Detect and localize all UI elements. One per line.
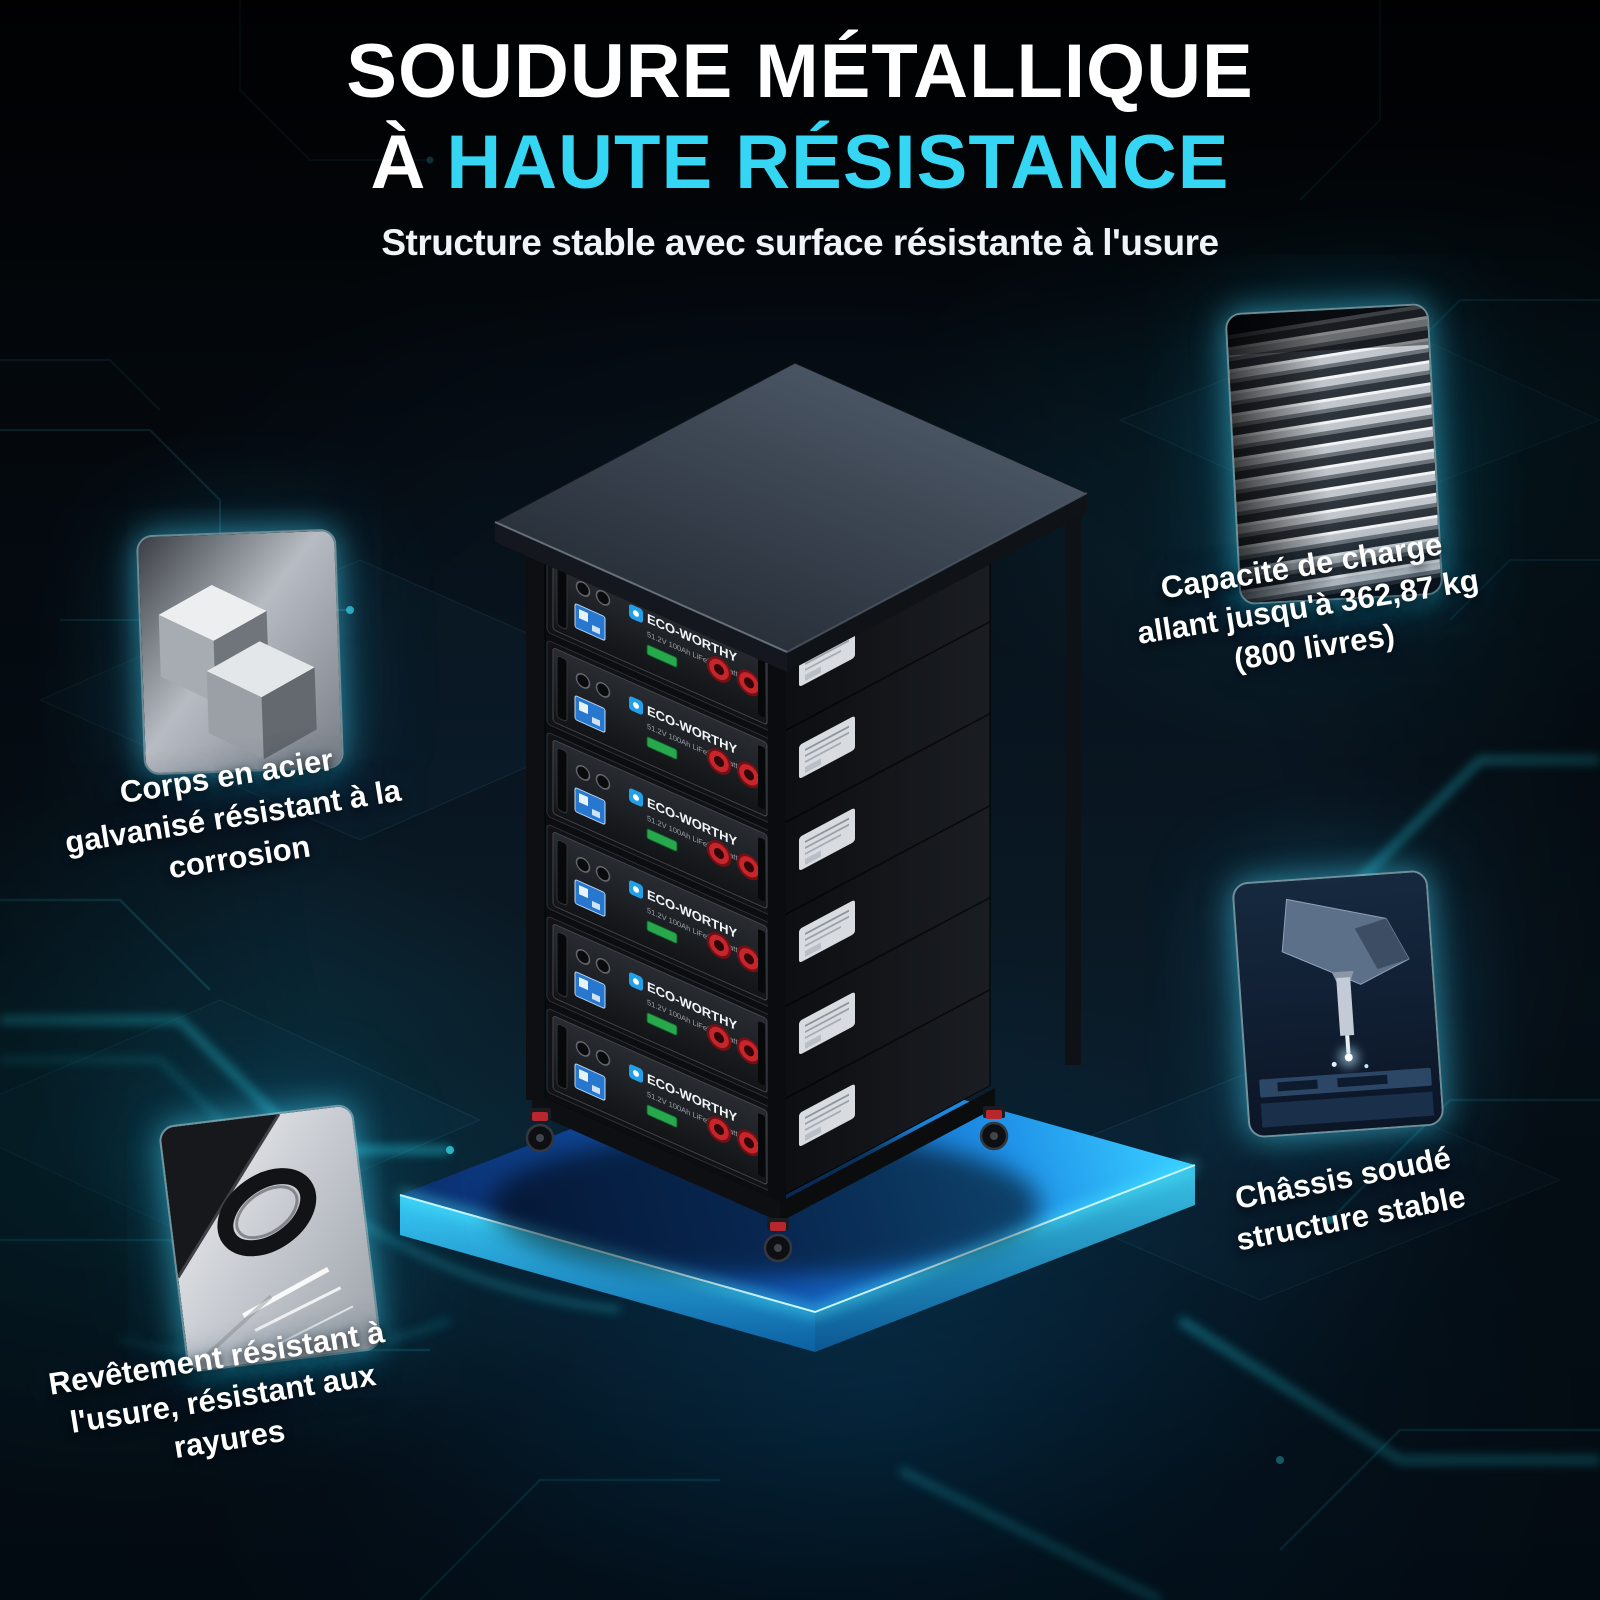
title-prefix: À	[370, 120, 427, 206]
battery-rack	[493, 362, 1089, 1263]
page-subtitle: Structure stable avec surface résistante…	[381, 222, 1219, 264]
welding-machine-graphic	[1233, 871, 1445, 1139]
welded-chassis-photo	[1231, 869, 1445, 1139]
frame-post-front	[768, 645, 786, 1205]
caster-wheel	[763, 1216, 793, 1263]
page-title-line1: SOUDURE MÉTALLIQUE	[346, 29, 1254, 114]
steel-blocks-graphic	[137, 530, 345, 776]
frame-post-rear	[1065, 505, 1081, 1065]
caster-wheel	[525, 1106, 555, 1153]
galvanized-steel-photo	[135, 528, 345, 776]
caster-wheel	[979, 1104, 1009, 1151]
battery-rack-illustration: ECO-WORTHY 51.2V 100Ah LiFePO4 Battery	[399, 362, 1197, 1352]
frame-post-left	[526, 528, 544, 1100]
title-highlight: HAUTE RÉSISTANCE	[446, 120, 1230, 206]
